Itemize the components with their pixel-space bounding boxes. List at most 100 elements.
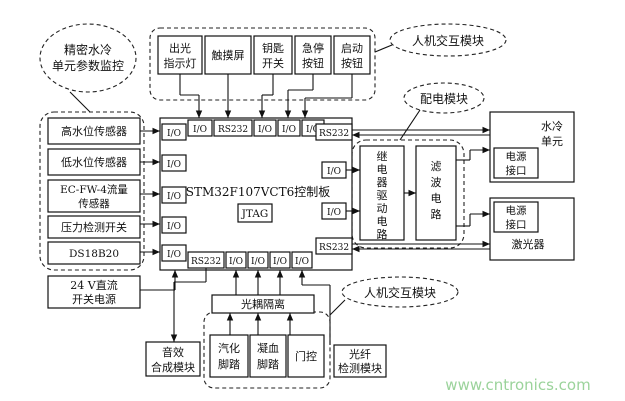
flow-sensor-box xyxy=(47,179,141,213)
power-dist-connectors xyxy=(346,146,490,227)
pressure-switch-label: 压力检测开关 xyxy=(61,220,127,234)
key-switch-label-2: 开关 xyxy=(262,56,284,70)
power-interface-2-label-1: 电源 xyxy=(506,204,527,217)
optocoupler-box xyxy=(211,294,315,314)
jtag-label: JTAG xyxy=(241,208,269,220)
io-left-1: I/O xyxy=(167,129,181,139)
filter-char-2: 波 xyxy=(431,176,442,189)
ds18b20-label: DS18B20 xyxy=(69,248,119,260)
io-bottom-4: I/O xyxy=(295,257,309,267)
filter-label: 滤 波 电 路 xyxy=(431,160,442,221)
low-water-sensor-label: 低水位传感器 xyxy=(61,155,127,169)
hmi-bottom-bubble xyxy=(341,276,459,308)
start-button-label-2: 按钮 xyxy=(341,56,363,70)
fiber-detect-box xyxy=(333,344,387,378)
top-buttons: 出光 指示灯 触摸屏 钥匙 开关 急停 按钮 启动 按钮 xyxy=(157,35,371,75)
water-cooling-label-1: 水冷 xyxy=(541,120,563,133)
precision-cooling-pointer xyxy=(69,91,91,113)
flow-sensor-label-1: EC-FW-4流量 xyxy=(60,183,128,196)
touchscreen-box xyxy=(204,35,252,75)
power-interface-2-label-2: 接口 xyxy=(506,218,527,231)
filter-box xyxy=(415,145,457,241)
io-right-2: I/O xyxy=(327,208,341,218)
water-cooling-label-2: 单元 xyxy=(541,135,563,148)
power-interface-1-label-2: 接口 xyxy=(506,164,527,177)
top-io-ports: I/O RS232 I/O I/O I/O xyxy=(187,119,325,137)
start-button-box xyxy=(333,35,371,75)
gas-pedal-label-2: 脚踏 xyxy=(218,357,240,371)
door-control-box xyxy=(287,334,325,378)
high-water-sensor-label: 高水位传感器 xyxy=(61,124,127,138)
relay-drive-char-3: 器 xyxy=(377,176,388,189)
optocoupler-label: 光耦隔离 xyxy=(241,297,285,311)
hmi-top-bubble xyxy=(389,23,507,57)
coag-pedal-label-2: 脚踏 xyxy=(257,357,279,371)
rs232-right-bottom: RS232 xyxy=(319,243,349,253)
relay-drive-char-6: 电 xyxy=(377,215,388,228)
fiber-detect-label-1: 光纤 xyxy=(349,347,371,361)
io-left-3: I/O xyxy=(167,192,181,202)
ds18b20-box xyxy=(47,241,141,265)
opto-connectors xyxy=(170,268,331,345)
power-24v-label-1: 24 V直流 xyxy=(70,278,117,292)
io-left-5: I/O xyxy=(167,250,181,260)
power-dist-bubble xyxy=(403,82,485,114)
power-24v-box xyxy=(47,275,141,309)
rs232-links xyxy=(352,126,490,253)
precision-cooling-bubble xyxy=(39,23,137,93)
power-interface-2-box xyxy=(493,201,539,233)
sound-module-box xyxy=(145,341,201,377)
key-switch-box xyxy=(253,35,293,75)
light-indicator-label-1: 出光 xyxy=(169,41,191,55)
hmi-top-group-outline xyxy=(149,27,376,101)
filter-char-1: 滤 xyxy=(431,160,442,173)
low-water-sensor-box xyxy=(47,148,141,176)
io-bottom-3: I/O xyxy=(273,257,287,267)
precision-cooling-label-2: 单元参数监控 xyxy=(52,58,124,73)
emergency-stop-label-2: 按钮 xyxy=(302,56,324,70)
key-switch-label-1: 钥匙 xyxy=(262,41,284,55)
jtag-box xyxy=(237,203,273,223)
rs232-bottom: RS232 xyxy=(191,257,221,267)
io-top-2: I/O xyxy=(258,125,272,135)
sensor-group-outline xyxy=(39,111,145,271)
coag-pedal-box xyxy=(249,334,287,378)
hmi-bottom-label: 人机交互模块 xyxy=(364,285,436,300)
io-right-1: I/O xyxy=(327,167,341,177)
power-24v-label-2: 开关电源 xyxy=(72,292,116,306)
left-io-ports: I/O I/O I/O I/O I/O xyxy=(161,123,187,262)
bottom-io-ports: RS232 I/O I/O I/O I/O xyxy=(187,251,313,269)
relay-drive-char-5: 动 xyxy=(377,202,388,215)
io-top-1: I/O xyxy=(193,125,207,135)
hmi-top-label: 人机交互模块 xyxy=(412,33,484,48)
filter-char-4: 路 xyxy=(431,208,442,221)
relay-drive-label: 继 电 器 驱 动 电 路 xyxy=(377,150,388,241)
io-bottom-1: I/O xyxy=(229,257,243,267)
relay-drive-char-7: 路 xyxy=(377,228,388,241)
emergency-stop-label-1: 急停 xyxy=(302,41,324,55)
high-water-sensor-box xyxy=(47,117,141,145)
watermark-text: www.cntronics.com xyxy=(445,376,590,394)
light-indicator-label-2: 指示灯 xyxy=(164,56,197,70)
start-button-label-1: 启动 xyxy=(341,42,363,55)
door-control-label: 门控 xyxy=(295,349,317,363)
io-left-2: I/O xyxy=(167,160,181,170)
sound-module-label-2: 合成模块 xyxy=(151,360,195,374)
pressure-switch-box xyxy=(47,215,141,239)
laser-label: 激光器 xyxy=(512,237,545,251)
relay-drive-char-1: 继 xyxy=(377,150,388,163)
hmi-top-pointer xyxy=(374,44,393,53)
hmi-bottom-pointer xyxy=(329,299,346,316)
touchscreen-label: 触摸屏 xyxy=(212,48,245,62)
filter-char-3: 电 xyxy=(431,192,442,205)
relay-drive-char-4: 驱 xyxy=(377,189,388,202)
flow-sensor-label-2: 传感器 xyxy=(78,197,110,210)
fiber-detect-label-2: 检测模块 xyxy=(338,361,382,375)
relay-drive-char-2: 电 xyxy=(377,163,388,176)
sensor-boxes: 高水位传感器 低水位传感器 EC-FW-4流量 传感器 压力检测开关 DS18B… xyxy=(47,117,141,309)
io-top-3: I/O xyxy=(282,125,296,135)
rs232-top: RS232 xyxy=(218,125,248,135)
power-dist-label: 配电模块 xyxy=(420,92,468,106)
sound-module-label-1: 音效 xyxy=(162,345,184,359)
top-connectors xyxy=(179,74,353,118)
